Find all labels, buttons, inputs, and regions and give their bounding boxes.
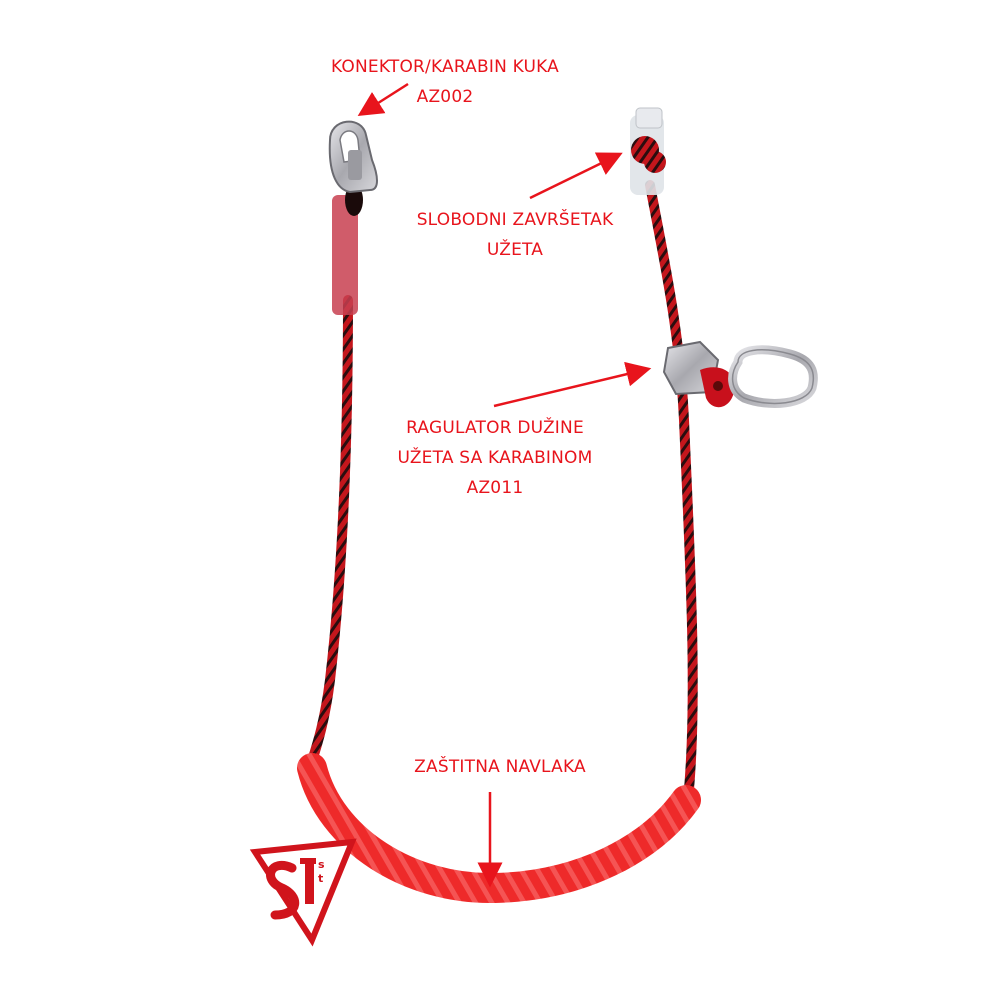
free-end-knot: [630, 107, 666, 195]
label-regulator-line3: AZ011: [466, 478, 524, 498]
label-sleeve: ZAŠTITNA NAVLAKA: [385, 752, 615, 782]
label-sleeve-line1: ZAŠTITNA NAVLAKA: [414, 757, 586, 777]
label-free-end-line2: UŽETA: [486, 240, 544, 260]
label-connector: KONEKTOR/KARABIN KUKA AZ002: [300, 52, 590, 112]
svg-text:t: t: [318, 872, 323, 885]
arrow-connector: [357, 82, 409, 117]
arrow-regulator: [493, 361, 652, 408]
s1st-triangle-logo: s t: [249, 838, 357, 947]
label-regulator-line1: RAGULATOR DUŽINE: [406, 418, 584, 438]
length-regulator-icon: [662, 340, 735, 408]
label-connector-line2: AZ002: [416, 87, 474, 107]
arrow-free-end: [529, 152, 623, 200]
snap-hook-icon: [328, 120, 378, 194]
protective-sleeve: [297, 753, 701, 904]
label-connector-line1: KONEKTOR/KARABIN KUKA: [330, 57, 560, 77]
label-free-end-line1: SLOBODNI ZAVRŠETAK: [416, 210, 614, 230]
left-end-sleeve: [332, 195, 358, 315]
svg-text:s: s: [318, 858, 325, 871]
rope: [302, 180, 698, 894]
carabiner-icon: [728, 345, 818, 408]
label-regulator: RAGULATOR DUŽINE UŽETA SA KARABINOM AZ01…: [370, 413, 620, 503]
label-regulator-line2: UŽETA SA KARABINOM: [397, 448, 593, 468]
label-free-end: SLOBODNI ZAVRŠETAK UŽETA: [395, 205, 635, 265]
